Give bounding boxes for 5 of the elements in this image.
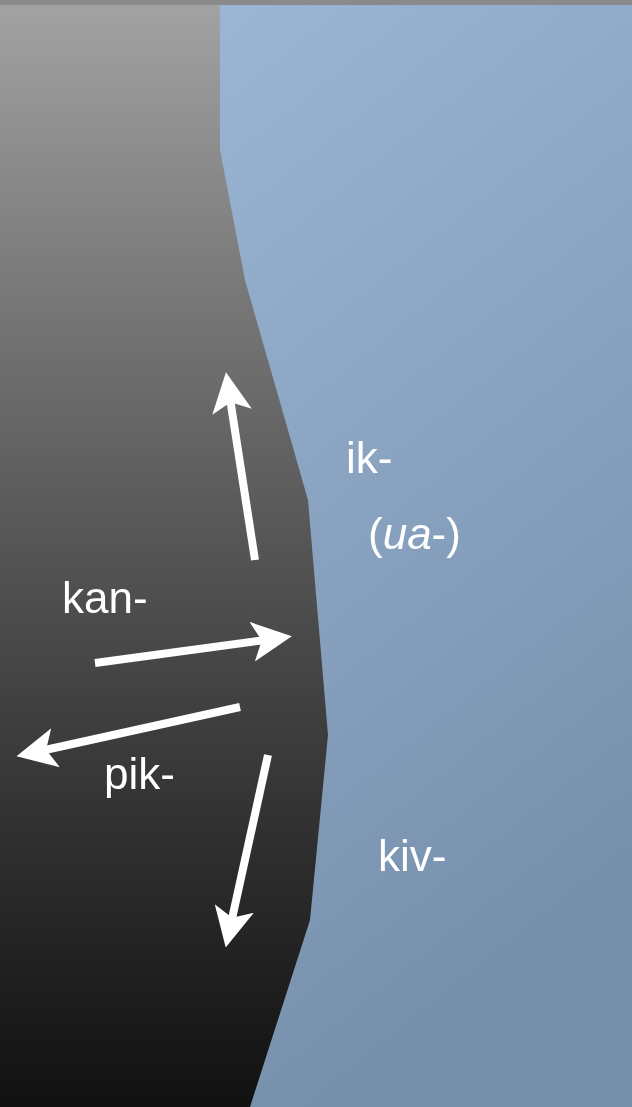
direction-label: ik- [346, 436, 393, 480]
direction-label: kiv- [378, 834, 447, 878]
direction-label: pik- [104, 752, 175, 796]
direction-label: (ua-) [368, 512, 461, 556]
direction-label: kan- [62, 576, 148, 620]
